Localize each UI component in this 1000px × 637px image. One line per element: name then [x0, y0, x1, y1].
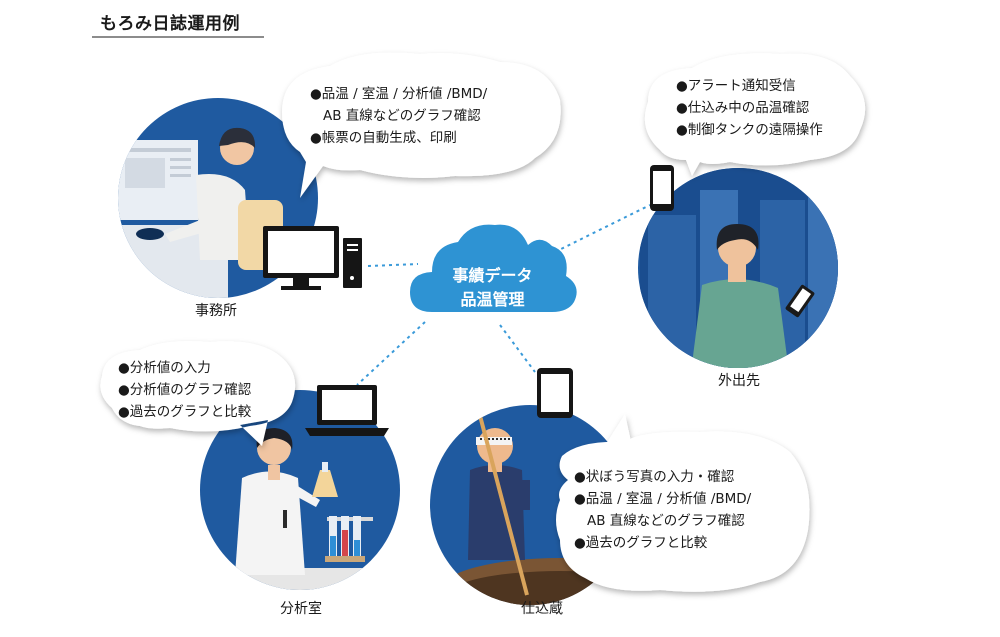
label-brewery: 仕込蔵 — [521, 601, 563, 617]
connector-lines — [356, 204, 651, 386]
desktop-pc-icon — [263, 226, 362, 290]
bubble-office-line: ●帳票の自動生成、印刷 — [310, 130, 457, 146]
center-line-1: 事績データ — [452, 266, 533, 285]
center-line-2: 品温管理 — [460, 290, 525, 309]
bubble-brewery: ●状ぼう写真の入力・確認 ●品温 / 室温 / 分析値 /BMD/ AB 直線な… — [574, 466, 751, 554]
bubble-lab-line: ●過去のグラフと比較 — [118, 404, 252, 420]
label-lab: 分析室 — [280, 601, 322, 617]
bubble-outside-line: ●仕込み中の品温確認 — [676, 100, 810, 116]
bubble-outside-line: ●制御タンクの遠隔操作 — [676, 122, 823, 138]
speech-bubbles — [100, 52, 866, 592]
bubble-brewery-line: ●過去のグラフと比較 — [574, 535, 708, 551]
bubble-office-line: ●品温 / 室温 / 分析値 /BMD/ — [310, 86, 488, 102]
bubble-brewery-line: ●状ぼう写真の入力・確認 — [574, 469, 735, 485]
label-outside: 外出先 — [718, 373, 760, 389]
label-office: 事務所 — [195, 303, 237, 319]
tablet-icon — [537, 368, 573, 418]
bubble-brewery-line: AB 直線などのグラフ確認 — [587, 513, 745, 529]
bubble-office-line: AB 直線などのグラフ確認 — [323, 108, 481, 124]
bubble-brewery-line: ●品温 / 室温 / 分析値 /BMD/ — [574, 491, 752, 507]
laptop-icon — [305, 385, 389, 436]
bubble-outside-line: ●アラート通知受信 — [676, 78, 796, 94]
page-title: もろみ日誌運用例 — [100, 14, 240, 34]
tablet-in-hand — [785, 284, 815, 318]
bubble-lab-line: ●分析値の入力 — [118, 360, 211, 376]
bubble-lab: ●分析値の入力 ●分析値のグラフ確認 ●過去のグラフと比較 — [118, 357, 251, 423]
bubble-lab-line: ●分析値のグラフ確認 — [118, 382, 252, 398]
bubble-office: ●品温 / 室温 / 分析値 /BMD/ AB 直線などのグラフ確認 ●帳票の自… — [310, 83, 487, 149]
title-underline — [92, 36, 264, 38]
smartphone-icon — [650, 165, 674, 211]
cloud-shape — [410, 224, 577, 312]
outside-illustration — [638, 168, 838, 368]
center-cloud-label: 事績データ 品温管理 — [425, 264, 560, 312]
lab-illustration — [200, 390, 400, 590]
bubble-outside: ●アラート通知受信 ●仕込み中の品温確認 ●制御タンクの遠隔操作 — [676, 75, 823, 141]
